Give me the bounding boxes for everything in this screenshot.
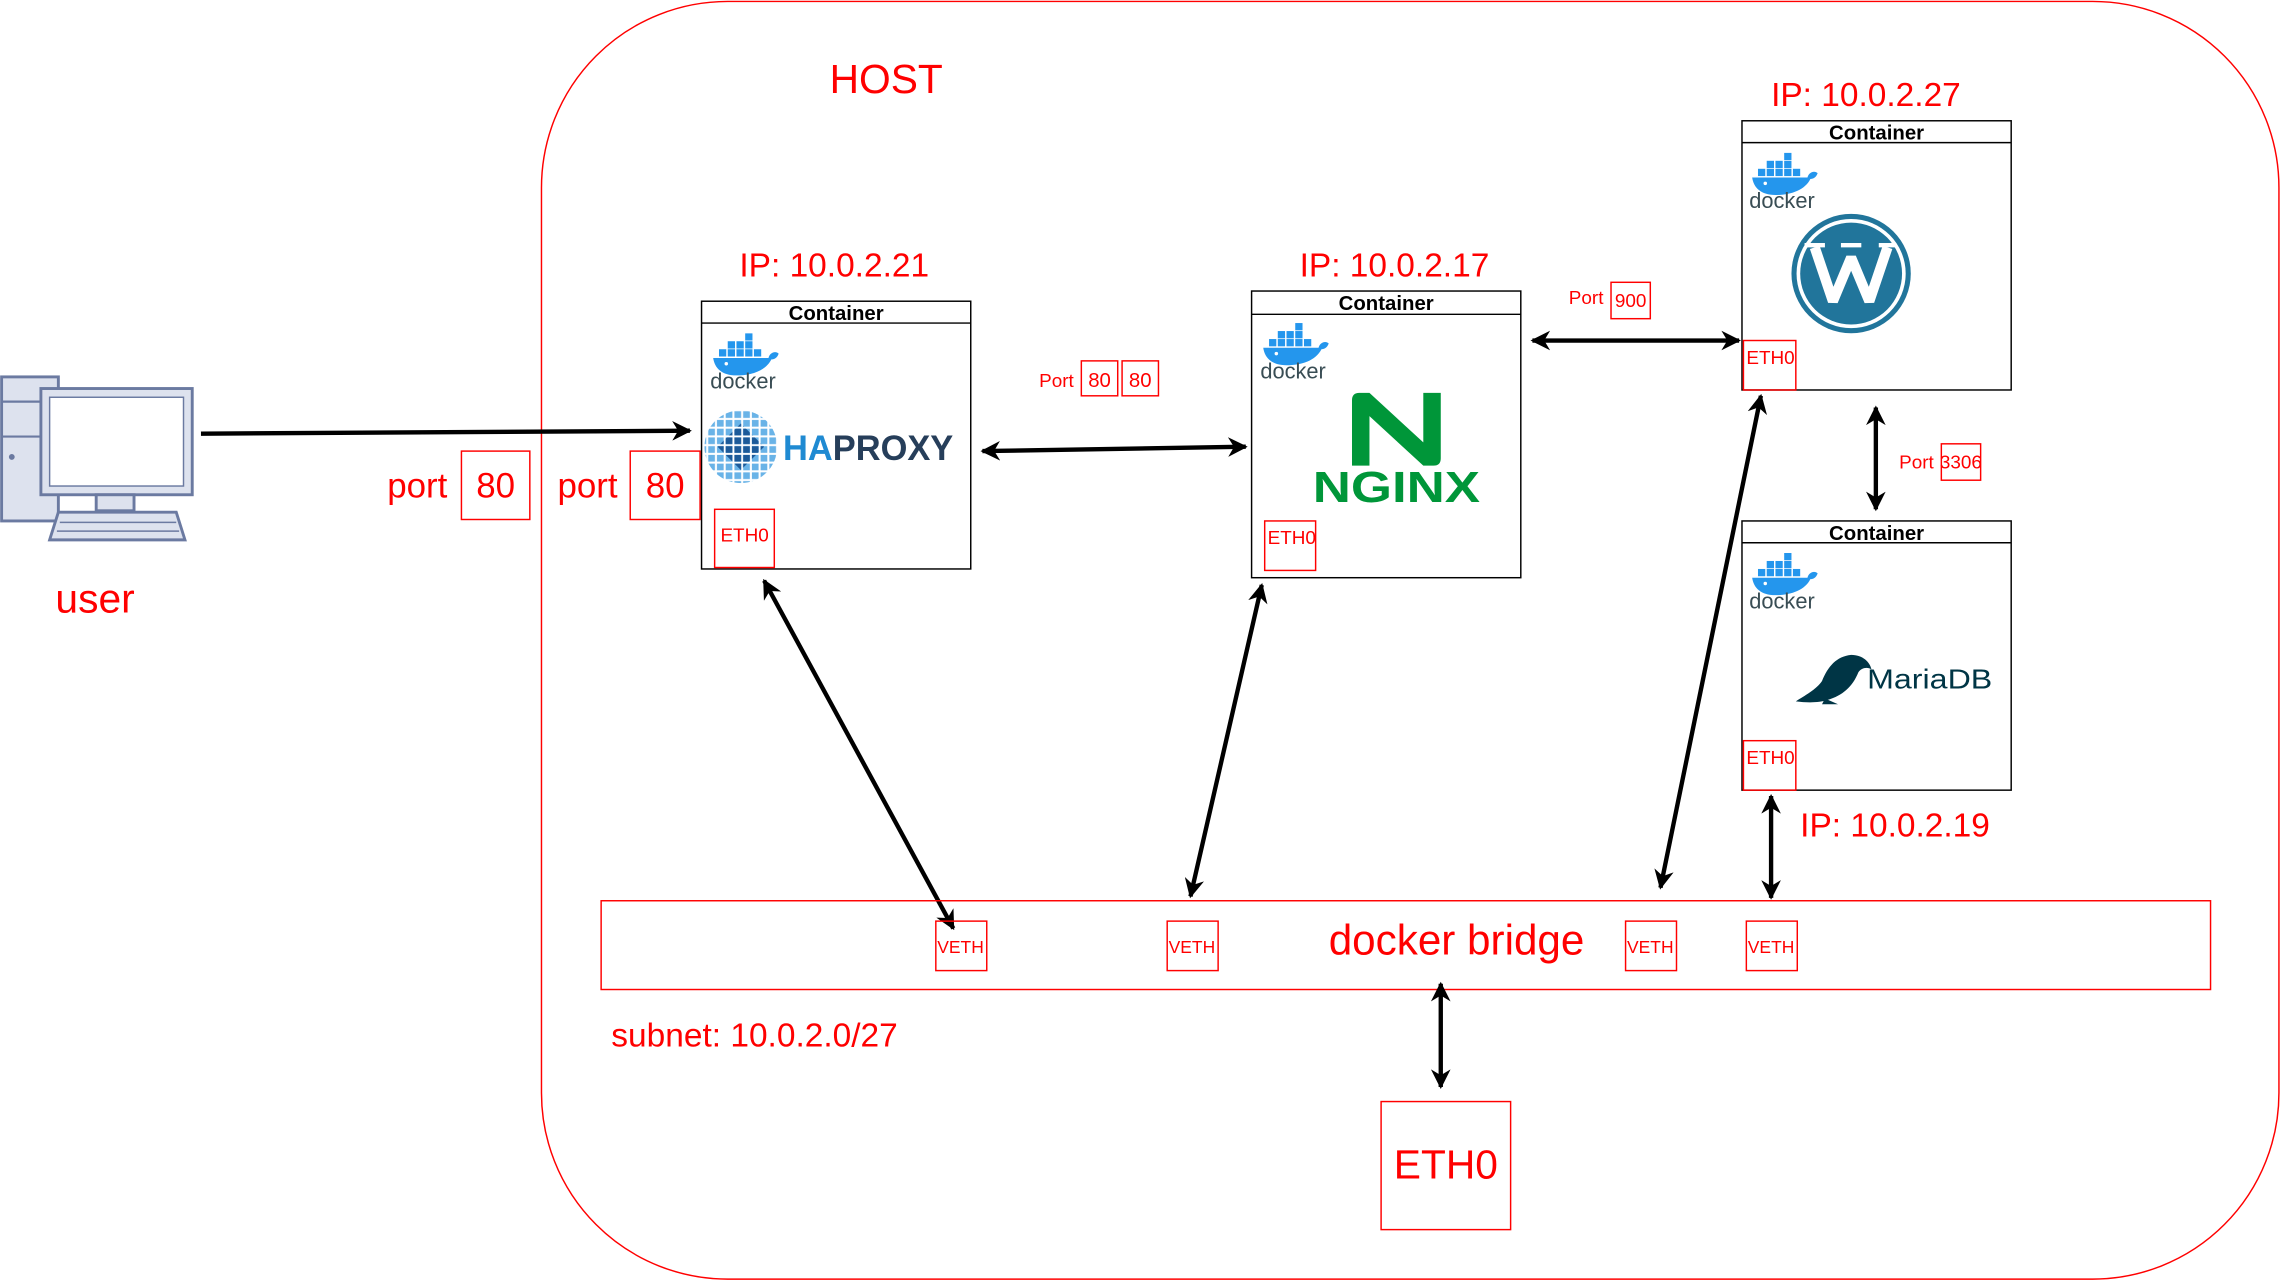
haproxy-logo-ha: HA [783, 429, 833, 468]
mariadb-logo-text: MariaDB [1867, 663, 1992, 694]
nginx-logo-text: NGINX [1313, 463, 1480, 512]
veth-label-3: VETH [1627, 937, 1674, 957]
nginx-eth-box [1263, 520, 1317, 572]
computer-icon [0, 375, 194, 542]
link-haproxy-nginx-port-2: 80 [1129, 370, 1152, 392]
link-haproxy-nginx-port-1: 80 [1088, 370, 1111, 392]
arrow-wordpress-veth [1654, 393, 1767, 890]
container-header: Container [789, 303, 884, 325]
nginx-icon [1351, 392, 1441, 466]
arrow-haproxy-nginx [980, 437, 1248, 461]
docker-logo-text: docker [1749, 188, 1814, 213]
link-wordpress-mariadb-port: 3306 [1940, 453, 1982, 474]
mariadb-ip: IP: 10.0.2.19 [1800, 808, 1990, 845]
link-nginx-wordpress-port: 900 [1615, 291, 1647, 312]
arrow-nginx-veth [1184, 583, 1268, 899]
mariadb-container: Container docker MariaDB ETH0 [1741, 520, 2012, 791]
veth-box-2 [1166, 920, 1219, 972]
user-port-box [460, 450, 531, 521]
haproxy-container: Container docker HAPROXY ETH0 [700, 300, 972, 570]
veth-box-4 [1745, 920, 1799, 972]
veth-box-1 [935, 920, 988, 972]
host-boundary [540, 0, 2280, 1280]
haproxy-port-value: 80 [646, 467, 685, 506]
docker-logo-text: docker [1260, 358, 1325, 383]
docker-bridge-label: docker bridge [1329, 917, 1585, 964]
wordpress-ip: IP: 10.0.2.27 [1771, 77, 1961, 114]
link-nginx-wordpress-port-box [1610, 281, 1652, 320]
container-header: Container [1829, 123, 1924, 145]
link-wordpress-mariadb-port-box [1940, 443, 1982, 481]
link-haproxy-nginx-port-box-2 [1121, 360, 1160, 397]
link-wordpress-mariadb-label: Port [1899, 453, 1934, 474]
wordpress-eth-box [1742, 339, 1797, 391]
wordpress-icon [1791, 213, 1911, 334]
haproxy-port-box [629, 450, 701, 521]
host-eth-label: ETH0 [1394, 1142, 1498, 1188]
haproxy-icon [704, 410, 778, 484]
host-eth-box [1380, 1100, 1512, 1231]
container-header: Container [1829, 523, 1924, 545]
haproxy-ip: IP: 10.0.2.21 [739, 247, 929, 284]
user-port-value: 80 [476, 467, 515, 506]
arrow-haproxy-veth [762, 578, 956, 931]
veth-label-2: VETH [1169, 937, 1216, 957]
user-label: user [55, 576, 134, 622]
mariadb-eth-label: ETH0 [1746, 748, 1794, 769]
wordpress-container: Container docker ETH0 [1741, 120, 2012, 391]
container-header: Container [1339, 293, 1434, 315]
docker-logo-text: docker [710, 369, 775, 394]
link-haproxy-nginx-port-box-1 [1080, 360, 1119, 397]
wordpress-eth-label: ETH0 [1746, 348, 1794, 369]
user-port-label: port [387, 467, 447, 506]
mariadb-icon [1795, 654, 1872, 705]
veth-box-3 [1624, 920, 1678, 972]
docker-bridge: docker bridge VETH VETH VETH VETH [600, 900, 2212, 991]
docker-logo-text: docker [1749, 588, 1814, 613]
veth-label-4: VETH [1748, 937, 1795, 957]
haproxy-eth-box [713, 508, 776, 569]
haproxy-logo-proxy: PROXY [833, 429, 954, 468]
nginx-ip: IP: 10.0.2.17 [1300, 247, 1490, 284]
subnet-label: subnet: 10.0.2.0/27 [611, 1017, 897, 1054]
veth-label-1: VETH [937, 937, 984, 957]
nginx-eth-label: ETH0 [1268, 528, 1316, 549]
arrow-user-to-haproxy [200, 421, 692, 441]
haproxy-logo-text: HAPROXY [783, 429, 953, 468]
nginx-container: Container docker NGINX ETH0 [1250, 290, 1522, 579]
host-title: HOST [830, 56, 943, 102]
link-haproxy-nginx-label: Port [1039, 371, 1074, 392]
haproxy-eth-label: ETH0 [720, 525, 768, 546]
haproxy-port-label: port [557, 467, 617, 506]
link-nginx-wordpress-label: Port [1569, 288, 1604, 309]
